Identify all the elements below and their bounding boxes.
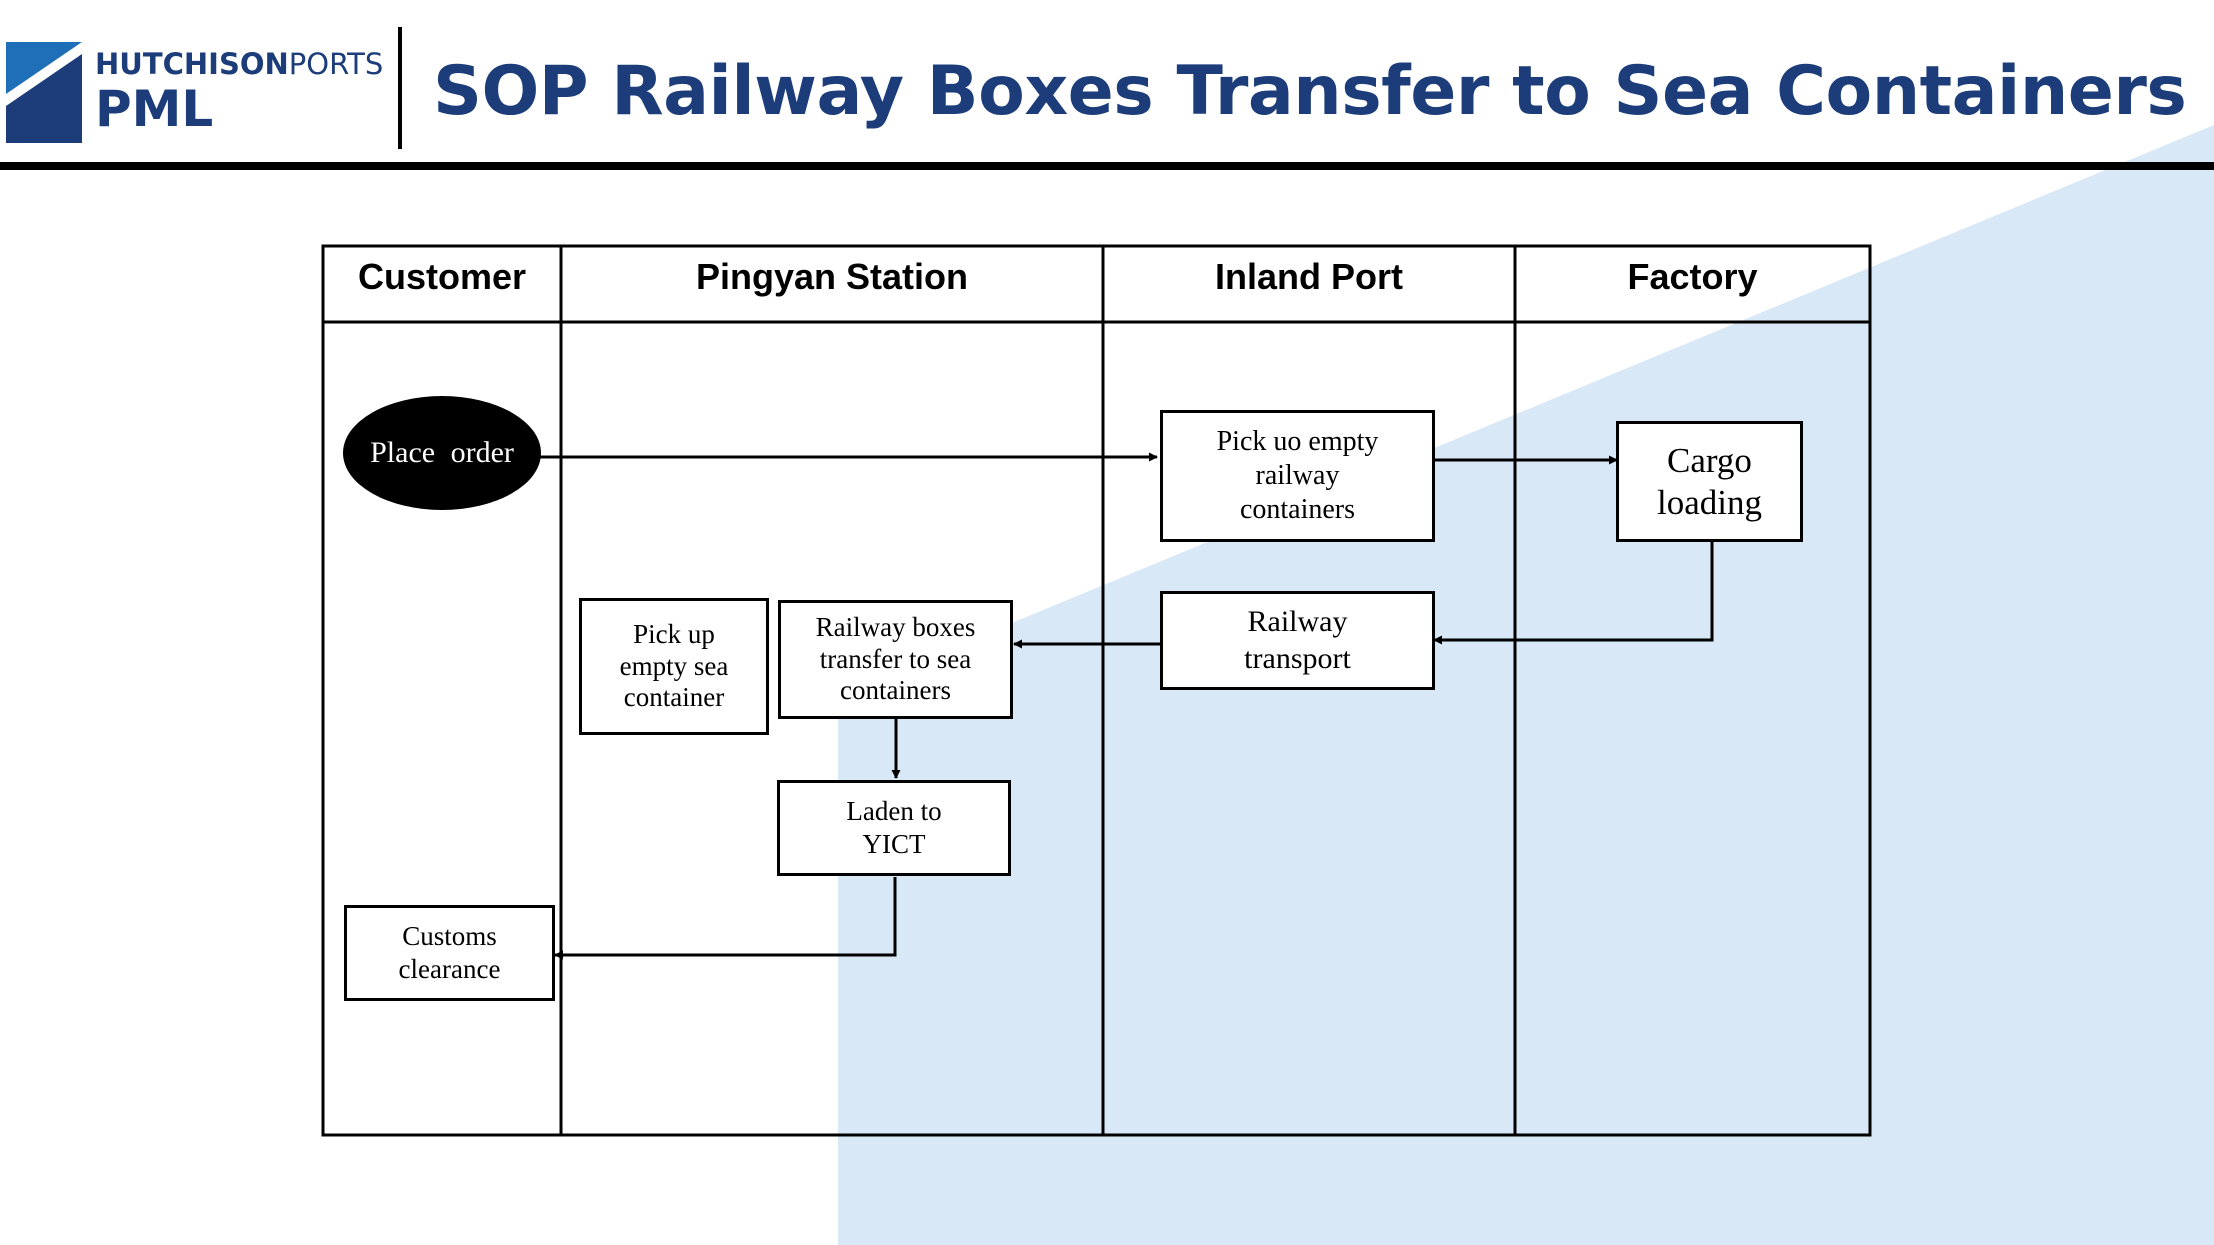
lane-header-factory: Factory [1627,256,1758,297]
page-title: SOP Railway Boxes Transfer to Sea Contai… [433,52,2187,131]
lane-header-inland-port: Inland Port [1215,256,1403,297]
header-rule [0,162,2214,170]
brand-name-thin: PORTS [288,47,384,81]
lane-header-pingyan-station: Pingyan Station [695,256,969,297]
pick-up-empty-sea-container-node: Pick up empty sea container [579,598,769,735]
arrow-cargo-to-transport [1433,540,1714,645]
header-divider [398,27,402,149]
swimlane-frame [321,244,1872,1137]
brand-subname: PML [95,80,214,138]
lane-header-customer: Customer [357,256,527,297]
railway-transport-node: Railway transport [1160,591,1435,690]
customs-clearance-node: Customs clearance [344,905,555,1001]
pick-up-railway-containers-node: Pick uo empty railway containers [1160,410,1435,542]
railway-boxes-transfer-node: Railway boxes transfer to sea containers [778,600,1013,719]
arrow-laden-to-customs [554,877,897,960]
laden-to-yict-node: Laden to YICT [777,780,1011,876]
brand-name: HUTCHISONPORTS [95,47,383,81]
hutchison-ports-logo-icon [6,42,82,143]
place-order-node: Place order [343,396,541,510]
cargo-loading-node: Cargo loading [1616,421,1803,542]
brand-name-bold: HUTCHISON [95,47,289,81]
slide-header: HUTCHISONPORTS PML SOP Railway Boxes Tra… [0,0,2214,170]
